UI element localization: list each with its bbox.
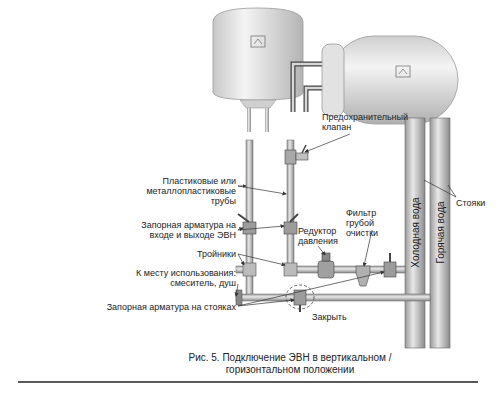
valve-label: Предохранительный клапан: [322, 112, 412, 132]
valve-label: Запорная арматура на входе и выходе ЭВН: [126, 220, 236, 240]
risers-label: Стояки: [456, 198, 496, 208]
pipe-label: Горячая вода: [434, 201, 445, 263]
leader-lines: [236, 134, 456, 306]
pipes-label: Пластиковые или металлопластиковые трубы: [126, 176, 236, 206]
risers: [405, 118, 450, 348]
tees-label: Тройники: [150, 249, 236, 259]
outlet-label: К месту использования: смеситель, душ: [100, 268, 236, 288]
horizontal-heater: [293, 36, 458, 124]
valve-label: Запорная арматура на стояках: [100, 302, 236, 312]
pipe-label: Холодная вода: [410, 197, 421, 267]
reducer-label: Редуктор давления: [298, 226, 348, 246]
filter-label: Фильтр грубой очистки: [346, 208, 402, 238]
pipes: [236, 140, 430, 312]
figure-caption: Рис. 5. Подключение ЭВН в вертикальном /…: [175, 352, 405, 376]
close-label: Закрыть: [312, 312, 356, 322]
rule-line: [18, 381, 478, 383]
vertical-heater: [213, 8, 303, 132]
